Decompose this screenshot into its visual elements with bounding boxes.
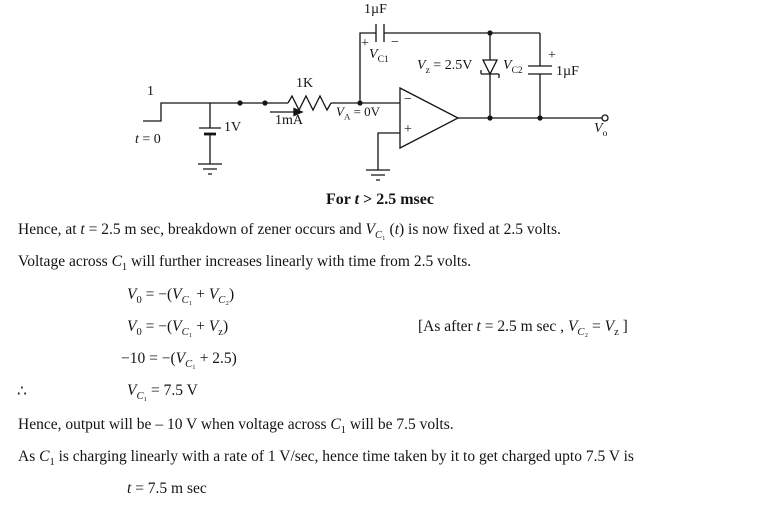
node-voltage-label: VA = 0V (336, 104, 381, 122)
feedback-cap-value: 1µF (364, 2, 387, 17)
equation-4: VC₁ = 7.5 V (127, 382, 198, 403)
circuit-caption: For t > 2.5 msec (326, 191, 434, 208)
therefore-symbol: ∴ (17, 383, 27, 400)
step-time-label: t = 0 (135, 132, 161, 147)
ground-icon (366, 169, 390, 181)
equation-2: V0 = −(VC₁ + Vz) (127, 318, 229, 339)
battery-value: 1V (224, 120, 242, 135)
cap2-voltage: VC2 (503, 58, 523, 76)
junction-dots (237, 30, 543, 121)
solution-para-2: Voltage across C1 will further increases… (18, 253, 472, 274)
resistor-symbol (287, 94, 332, 112)
cap2-plus: + (548, 48, 556, 63)
noninverting-input-wire (377, 132, 400, 170)
equation-3: −10 = −(VC₁ + 2.5) (121, 350, 237, 371)
circuit-diagram: 1µF + − VC1 1K 1mA VA = 0V 1 t = 0 1V Vz… (0, 0, 760, 218)
output-terminal (601, 114, 609, 122)
output-label: Vo (594, 121, 608, 139)
cap2-value: 1µF (556, 64, 579, 79)
cap2-symbol (528, 33, 552, 118)
current-arrow-head (293, 107, 304, 117)
opamp-plus-label: + (404, 122, 412, 137)
solution-para-1: Hence, at t = 2.5 m sec, breakdown of ze… (18, 221, 561, 242)
resistor-value: 1K (296, 76, 314, 91)
final-answer: t = 7.5 m sec (127, 480, 207, 497)
opamp-triangle (399, 86, 460, 150)
solution-para-4: As C1 is charging linearly with a rate o… (18, 448, 634, 469)
equation-1: V0 = −(VC₁ + VC₂) (127, 286, 235, 307)
ground-icon (198, 163, 222, 175)
opamp-minus-label: − (404, 92, 412, 107)
solution-para-3: Hence, output will be – 10 V when voltag… (18, 416, 454, 437)
zener-cathode-bar (480, 70, 500, 78)
feedback-cap-plus: + (361, 36, 369, 51)
current-label: 1mA (275, 113, 303, 128)
zener-diode-icon (481, 59, 499, 76)
feedback-cap-minus: − (391, 35, 399, 50)
feedback-capacitor-symbol (375, 24, 385, 42)
zener-label: Vz = 2.5V (417, 58, 473, 76)
circuit-schematic (143, 24, 609, 181)
battery-symbol (199, 103, 221, 164)
feedback-wire (359, 32, 540, 103)
step-input-wire (143, 102, 288, 122)
step-amplitude-label: 1 (147, 84, 154, 99)
feedback-cap-voltage: VC1 (369, 47, 389, 65)
equation-2-note: [As after t = 2.5 m sec , VC₂ = Vz ] (418, 318, 628, 339)
